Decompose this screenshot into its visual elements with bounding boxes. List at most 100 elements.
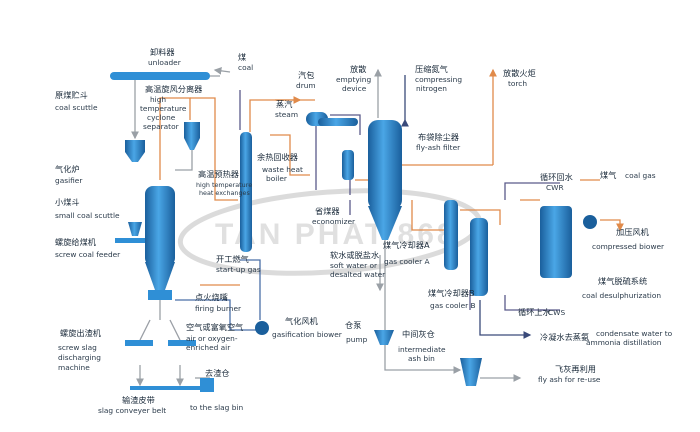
startup-gas-label-en: start-up gas: [216, 265, 261, 274]
filter-label-en: fly-ash filter: [416, 143, 461, 152]
soft-water-label-en1: soft water or: [330, 261, 378, 270]
labels: 卸料器 unloader 煤 coal 高温旋风分离器 high tempera…: [55, 47, 673, 415]
ash-pump: [374, 330, 394, 345]
ash-bin-label-en2: ash bin: [408, 354, 435, 363]
torch-label-en: torch: [508, 79, 527, 88]
nitrogen-label-en2: nitrogen: [416, 84, 447, 93]
cyclone-label-en1: high: [150, 95, 166, 104]
heat-exchange-label-en1: high temperature: [196, 181, 252, 189]
gasifier-label-en: gasifier: [55, 176, 83, 185]
cws-label-en: CWS: [548, 308, 565, 317]
slag-bin-label-zh: 去渣仓: [205, 368, 230, 378]
desulphurization-tower: [540, 206, 572, 278]
oxygen-air-label-en1: air or oxygen-: [186, 334, 238, 343]
slag-bin: [200, 378, 214, 392]
drum-label-zh: 汽包: [298, 70, 314, 80]
firing-burner-label-zh: 点火烧嘴: [195, 292, 228, 302]
emptying-label-en2: device: [342, 84, 367, 93]
screw-slag-label-zh: 螺旋出渣机: [60, 328, 102, 338]
cws-label-zh: 循环上水: [518, 307, 551, 317]
coal-gas-label-zh: 煤气: [600, 170, 616, 180]
cwr-label-en: CWR: [546, 183, 564, 192]
gas-cooler-b-label-zh: 煤气冷却器B: [428, 288, 475, 298]
economizer-label-zh: 省煤器: [315, 206, 340, 216]
heat-exchanger-vessel: [240, 132, 252, 252]
fly-ash-reuse-label-zh: 飞灰再利用: [555, 364, 596, 374]
oxygen-air-label-en2: enriched air: [186, 343, 231, 352]
coal-scuttle-hopper: [125, 140, 145, 162]
gas-cooler-a-vessel: [444, 200, 458, 270]
pump-label-zh: 仓泵: [345, 320, 361, 330]
cyclone-label-zh: 高温旋风分离器: [145, 84, 202, 94]
gasifier-vessel: [145, 186, 175, 266]
soft-water-label-en2: desalted water: [330, 270, 386, 279]
screw-coal-feeder-label-zh: 螺旋给煤机: [55, 237, 97, 247]
fly-ash-reuse-label-en: fly ash for re-use: [538, 375, 601, 384]
cyclone-label-en2: temperature: [140, 104, 187, 113]
steam-label-zh: 蒸汽: [276, 99, 292, 109]
watermark-logo: TAN PHAT 868: [177, 188, 483, 276]
cwr-label-zh: 循环回水: [540, 172, 573, 182]
coal-scuttle-label-en: coal scuttle: [55, 103, 98, 112]
equipment: [110, 72, 597, 392]
fly-ash-filter-cone: [368, 206, 402, 240]
slag-conveyer-label-en: slag conveyer belt: [98, 406, 166, 415]
filter-label-zh: 布袋除尘器: [418, 132, 459, 142]
heat-exchange-label-zh: 高温预热器: [198, 169, 239, 179]
gasifier-base: [148, 290, 172, 300]
gas-cooler-a-label-en: gas cooler A: [384, 257, 430, 266]
cyclone-label-en3: cyclone: [147, 113, 176, 122]
small-coal-scuttle-label-en: small coal scuttle: [55, 211, 120, 220]
coal-scuttle-label-zh: 原煤贮斗: [55, 90, 88, 100]
drum-label-en: drum: [296, 81, 316, 90]
desulph-label-en: coal desulphurization: [582, 291, 661, 300]
nitrogen-label-zh: 压缩氮气: [415, 64, 448, 74]
ash-bin-label-zh: 中间灰仓: [402, 329, 435, 339]
cyclone-label-en4: separator: [143, 122, 180, 131]
waste-boiler-label-en1: waste heat: [262, 165, 303, 174]
condensate-label-en2: ammonia distillation: [586, 338, 662, 347]
slag-conveyer-label-zh: 输渣皮带: [122, 395, 155, 405]
torch-label-zh: 放散火炬: [503, 68, 536, 78]
desulph-label-zh: 煤气脱硫系统: [598, 276, 647, 286]
gas-cooler-a-label-zh: 煤气冷却器A: [383, 240, 430, 250]
coal-gas-label-en: coal gas: [625, 171, 656, 180]
compressed-blower: [583, 215, 597, 229]
heat-exchange-label-en2: heat exchanges: [199, 189, 250, 197]
unloader-label-en: unloader: [148, 58, 182, 67]
watermark-text: TAN PHAT 868: [215, 218, 457, 251]
slag-conveyer-belt: [130, 386, 200, 390]
screw-coal-feeder: [115, 238, 145, 243]
slag-bin-label-en: to the slag bin: [190, 403, 243, 412]
fly-ash-filter-vessel: [368, 120, 402, 210]
compressed-blower-label-zh: 加压风机: [616, 227, 650, 237]
gasifier-bottom: [145, 262, 175, 290]
gasification-blower: [255, 321, 269, 335]
unloader-label-zh: 卸料器: [150, 47, 175, 57]
screw-slag-label-en3: machine: [58, 363, 90, 372]
small-coal-scuttle-label-zh: 小煤斗: [55, 197, 80, 207]
gasifier-label-zh: 气化炉: [55, 164, 80, 174]
soft-water-label-zh: 软水或脱盐水: [330, 250, 379, 260]
screw-slag-label-en1: screw slag: [58, 343, 97, 352]
nitrogen-label-en1: compressing: [415, 75, 462, 84]
coal-label-zh: 煤: [238, 52, 246, 62]
oxygen-air-label-zh: 空气或富氧空气: [186, 322, 243, 332]
compressed-blower-label-en: compressed biower: [592, 242, 665, 251]
condensate-label-en1: condensate water to: [596, 329, 673, 338]
drum-connector: [318, 118, 358, 126]
gasification-blower-label-zh: 气化风机: [285, 316, 319, 326]
screw-slag-machine-left: [125, 340, 153, 346]
screw-coal-feeder-label-en: screw coal feeder: [55, 250, 121, 259]
startup-gas-label-zh: 开工燃气: [216, 254, 249, 264]
economizer-label-en: economizer: [312, 217, 356, 226]
emptying-label-zh: 放散: [350, 64, 366, 74]
economizer-vessel: [342, 150, 354, 180]
firing-burner-label-en: firing burner: [195, 304, 242, 313]
intermediate-ash-bin: [460, 358, 482, 386]
screw-slag-label-en2: discharging: [58, 353, 101, 362]
condensate-label-zh: 冷凝水去蒸氨: [540, 332, 589, 342]
gas-cooler-b-label-en: gas cooler B: [430, 301, 476, 310]
